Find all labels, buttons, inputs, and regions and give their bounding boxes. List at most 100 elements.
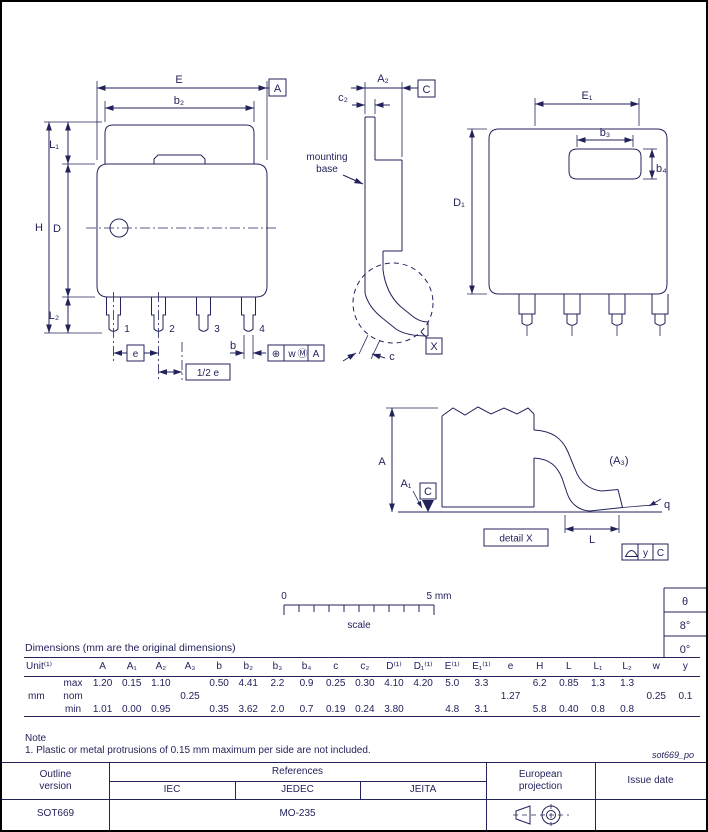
col-header: L₁ bbox=[593, 661, 603, 672]
col-header: b₄ bbox=[301, 661, 312, 672]
detail-lead-upper bbox=[533, 429, 619, 492]
detail-circle bbox=[352, 262, 434, 344]
dim-value bbox=[671, 703, 700, 717]
col-header: E⁽¹⁾ bbox=[444, 661, 460, 672]
dim-label-E1: E₁ bbox=[581, 90, 592, 102]
dim-value bbox=[642, 677, 671, 691]
issue-date-label: Issue date bbox=[627, 774, 674, 786]
outline-drawing: E A b₂ 1 2 3 4 H L₁ D L₂ bbox=[35, 73, 706, 658]
dim-value: 2.0 bbox=[270, 704, 285, 715]
tolerance-w: w bbox=[287, 349, 296, 360]
dim-value bbox=[379, 690, 408, 703]
tolerance-y: y bbox=[643, 548, 648, 559]
doc-ref: sot669_po bbox=[651, 750, 694, 760]
position-symbol: ⊕ bbox=[272, 349, 280, 360]
dim-value: 0.95 bbox=[151, 704, 171, 715]
tolerance-datum-a: A bbox=[313, 349, 320, 360]
dim-value: 6.2 bbox=[532, 678, 547, 689]
col-header: c₂ bbox=[360, 661, 370, 672]
front-flange bbox=[104, 124, 255, 164]
dim-value: 0.7 bbox=[299, 704, 314, 715]
projection-symbol bbox=[486, 799, 595, 830]
dim-label-b: b bbox=[230, 340, 236, 352]
dim-value bbox=[409, 690, 438, 703]
dim-value: 0.85 bbox=[559, 678, 579, 689]
col-header: D₁⁽¹⁾ bbox=[413, 661, 433, 672]
dim-value: 0.15 bbox=[121, 678, 142, 689]
detail-x-view: A A₁ C (A₃) q L detail X bbox=[378, 406, 670, 561]
col-header: c bbox=[333, 661, 339, 672]
col-header: L₂ bbox=[622, 661, 632, 672]
dim-value bbox=[409, 703, 438, 717]
dim-value: 2.2 bbox=[270, 678, 285, 689]
col-header: D⁽¹⁾ bbox=[386, 661, 402, 672]
col-header: A₂ bbox=[155, 661, 167, 672]
mmc-symbol: Ⓜ bbox=[298, 348, 308, 360]
detail-body-break bbox=[441, 406, 535, 417]
theta-min: 0° bbox=[680, 644, 691, 656]
dim-label-A2: A₂ bbox=[377, 73, 389, 85]
dim-value: 0.50 bbox=[209, 678, 229, 689]
footer-divider bbox=[595, 763, 596, 830]
back-lead-1 bbox=[518, 294, 536, 326]
jedec-header: JEDEC bbox=[281, 783, 314, 795]
pin-number-1: 1 bbox=[124, 324, 130, 335]
dim-label-c2: c₂ bbox=[338, 92, 348, 104]
dim-value bbox=[117, 690, 146, 703]
seating-plane-symbol bbox=[624, 550, 639, 557]
footer-divider bbox=[360, 781, 361, 799]
detail-x-ref: X bbox=[430, 341, 438, 353]
detail-lead-lower bbox=[533, 457, 623, 512]
datum-c-flag: C bbox=[423, 84, 431, 96]
european-projection-label: European projection bbox=[518, 768, 563, 793]
dim-label-A: A bbox=[378, 456, 386, 468]
footer-divider bbox=[109, 763, 110, 830]
note-item: 1. Plastic or metal protrusions of 0.15 … bbox=[25, 745, 371, 756]
dim-value: 0.24 bbox=[355, 704, 375, 715]
dim-value bbox=[205, 690, 234, 703]
footer-divider bbox=[2, 799, 706, 800]
dim-label-b2: b₂ bbox=[174, 95, 184, 107]
dim-value bbox=[554, 690, 583, 703]
lead-4 bbox=[241, 297, 256, 332]
dim-label-D: D bbox=[53, 223, 61, 235]
dim-label-A3: (A₃) bbox=[609, 455, 628, 467]
row-label: min bbox=[64, 704, 82, 715]
dim-value: 1.27 bbox=[500, 691, 521, 702]
mounting-base-label: mounting bbox=[306, 152, 347, 163]
detail-x-label: detail X bbox=[499, 534, 533, 545]
jeita-header: JEITA bbox=[409, 783, 437, 795]
dim-value bbox=[88, 690, 117, 703]
dim-value bbox=[234, 690, 263, 703]
col-header: H bbox=[536, 661, 544, 672]
dim-label-b4: b₄ bbox=[656, 163, 667, 175]
col-header: L bbox=[566, 661, 572, 672]
dim-value: 5.0 bbox=[445, 678, 460, 689]
scale-end: 5 mm bbox=[427, 591, 452, 602]
dim-label-b3: b₃ bbox=[600, 127, 611, 139]
front-view: E A b₂ 1 2 3 4 H L₁ D L₂ bbox=[35, 74, 325, 381]
dim-value bbox=[642, 703, 671, 717]
col-header: A bbox=[99, 661, 106, 672]
back-lead-2 bbox=[563, 294, 581, 326]
footer-divider bbox=[486, 763, 487, 830]
dim-value: 1.3 bbox=[620, 678, 635, 689]
dim-value bbox=[292, 690, 321, 703]
dim-label-q: q bbox=[664, 499, 670, 511]
footer-divider bbox=[235, 781, 236, 799]
row-label: nom bbox=[63, 691, 83, 702]
unit-cell: mm bbox=[28, 691, 45, 702]
theta-table: θ 8° 0° bbox=[663, 587, 706, 658]
dim-label-L: L bbox=[589, 534, 595, 546]
back-body bbox=[488, 128, 668, 295]
side-view: A₂ C c₂ mounting base X c bbox=[306, 73, 443, 363]
col-header: y bbox=[682, 661, 688, 672]
dim-value bbox=[496, 703, 525, 717]
tolerance-datum-c: C bbox=[657, 548, 664, 559]
dim-value: 1.10 bbox=[151, 678, 171, 689]
outline-version-value: SOT669 bbox=[36, 808, 75, 820]
dim-value: 4.8 bbox=[445, 704, 460, 715]
dim-value: 0.8 bbox=[591, 704, 605, 715]
col-header: w bbox=[652, 661, 660, 672]
